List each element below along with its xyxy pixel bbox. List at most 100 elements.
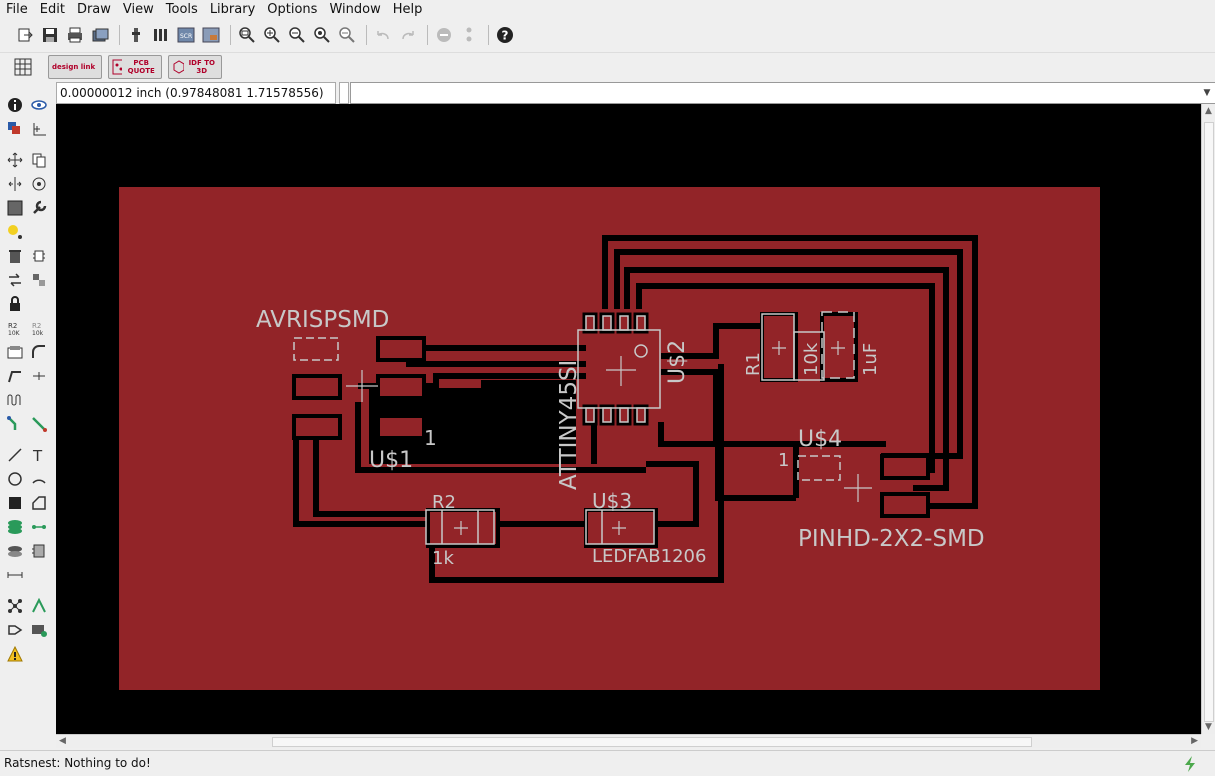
horizontal-scrollbar[interactable]: ◀ ▶ — [56, 734, 1201, 748]
route-split-icon[interactable] — [28, 365, 50, 387]
grid-icon[interactable] — [12, 56, 34, 78]
lock-icon[interactable] — [4, 293, 26, 315]
zoom-out-icon[interactable] — [286, 24, 308, 46]
ripup-icon[interactable] — [28, 413, 50, 435]
via-stack-icon[interactable] — [4, 516, 26, 538]
print-icon[interactable] — [64, 24, 86, 46]
eye-icon[interactable] — [28, 94, 50, 116]
wrench-icon[interactable] — [28, 197, 50, 219]
dimension-icon[interactable] — [4, 564, 26, 586]
command-history-button[interactable] — [339, 82, 349, 104]
route-icon[interactable] — [4, 413, 26, 435]
undo-icon[interactable] — [372, 24, 394, 46]
scroll-left-icon[interactable]: ◀ — [59, 736, 66, 746]
go-icon[interactable] — [458, 24, 480, 46]
secondary-toolbar: design link PCB QUOTE IDF TO 3D — [0, 52, 1215, 80]
ulp-icon[interactable] — [125, 24, 147, 46]
zoom-redraw-icon[interactable] — [311, 24, 333, 46]
text-icon[interactable]: T — [28, 444, 50, 466]
r1-label: R1 — [743, 352, 764, 376]
rect-icon[interactable] — [4, 492, 26, 514]
svg-text:10K: 10K — [8, 330, 21, 336]
info-icon[interactable] — [4, 94, 26, 116]
smd-pads — [292, 312, 930, 548]
autorouter-icon[interactable] — [28, 595, 50, 617]
hole-icon[interactable] — [4, 540, 26, 562]
r1-value-label: 10k — [801, 342, 822, 376]
vertical-scroll-thumb[interactable] — [1204, 122, 1214, 722]
menu-tools[interactable]: Tools — [165, 2, 198, 17]
menu-library[interactable]: Library — [209, 2, 256, 17]
group-icon[interactable] — [4, 197, 26, 219]
ratsnest-icon[interactable] — [4, 595, 26, 617]
optimize-icon[interactable] — [4, 365, 26, 387]
copy-icon[interactable] — [28, 149, 50, 171]
vertical-scrollbar[interactable]: ▲ ▼ — [1201, 104, 1215, 734]
menu-options[interactable]: Options — [267, 2, 318, 17]
open-icon[interactable] — [14, 24, 36, 46]
erc-icon[interactable] — [4, 619, 26, 641]
menu-window[interactable]: Window — [329, 2, 381, 17]
redo-icon[interactable] — [397, 24, 419, 46]
drc-icon[interactable] — [28, 619, 50, 641]
design-link-button[interactable]: design link — [48, 54, 102, 79]
miter-icon[interactable] — [28, 341, 50, 363]
u2-label: U$2 — [665, 340, 690, 384]
delete-icon[interactable] — [4, 245, 26, 267]
zoom-fit-icon[interactable] — [236, 24, 258, 46]
u4-label: U$4 — [798, 427, 842, 452]
stop-icon[interactable] — [433, 24, 455, 46]
script-icon[interactable] — [150, 24, 172, 46]
replace-icon[interactable] — [28, 269, 50, 291]
save-icon[interactable] — [39, 24, 61, 46]
chevron-down-icon[interactable]: ▼ — [1203, 88, 1211, 98]
rotate-icon[interactable] — [28, 173, 50, 195]
signal-icon[interactable] — [28, 516, 50, 538]
scroll-up-icon[interactable]: ▲ — [1205, 106, 1212, 116]
avrisp-pad-1 — [376, 336, 426, 362]
menu-view[interactable]: View — [122, 2, 154, 17]
lightning-icon[interactable] — [1183, 755, 1197, 776]
add-part-icon[interactable] — [28, 245, 50, 267]
warning-icon[interactable] — [4, 643, 26, 665]
menu-help[interactable]: Help — [392, 2, 423, 17]
move-icon[interactable] — [4, 149, 26, 171]
idf-to-3d-button[interactable]: IDF TO 3D — [168, 54, 222, 79]
zoom-select-icon[interactable] — [336, 24, 358, 46]
status-text: Ratsnest: Nothing to do! — [4, 756, 151, 770]
wire-icon[interactable] — [4, 444, 26, 466]
change-icon[interactable] — [4, 269, 26, 291]
split-icon[interactable] — [4, 341, 26, 363]
u1-label: U$1 — [369, 448, 413, 473]
toolbar-separator — [230, 25, 231, 45]
help-icon[interactable]: ? — [494, 24, 516, 46]
scr-icon[interactable]: SCR — [175, 24, 197, 46]
menu-edit[interactable]: Edit — [39, 2, 65, 17]
meander-icon[interactable] — [4, 389, 26, 411]
board-canvas[interactable]: AVRISPSMD U$1 1 ATTINY45SI U$2 R1 10k 1u… — [56, 104, 1201, 734]
horizontal-scroll-thumb[interactable] — [272, 737, 1032, 747]
r2-label: R2 — [432, 492, 456, 513]
origin-crosses — [346, 341, 872, 535]
pcb-quote-button[interactable]: PCB QUOTE — [108, 54, 162, 79]
arc-icon[interactable] — [28, 468, 50, 490]
menu-bar: File Edit Draw View Tools Library Option… — [0, 0, 1215, 20]
board-icon[interactable] — [200, 24, 222, 46]
layers-icon[interactable] — [4, 118, 26, 140]
scroll-right-icon[interactable]: ▶ — [1191, 736, 1198, 746]
scroll-down-icon[interactable]: ▼ — [1205, 722, 1212, 732]
circle-icon[interactable] — [4, 468, 26, 490]
command-input[interactable] — [350, 82, 1215, 104]
attribute-icon[interactable] — [28, 540, 50, 562]
menu-draw[interactable]: Draw — [76, 2, 111, 17]
mirror-icon[interactable] — [4, 173, 26, 195]
zoom-in-icon[interactable] — [261, 24, 283, 46]
menu-file[interactable]: File — [6, 2, 28, 17]
cam-icon[interactable] — [89, 24, 111, 46]
polygon-icon[interactable] — [28, 492, 50, 514]
svg-text:10k: 10k — [32, 330, 44, 336]
smash-icon[interactable] — [4, 221, 26, 243]
mark-icon[interactable] — [28, 118, 50, 140]
